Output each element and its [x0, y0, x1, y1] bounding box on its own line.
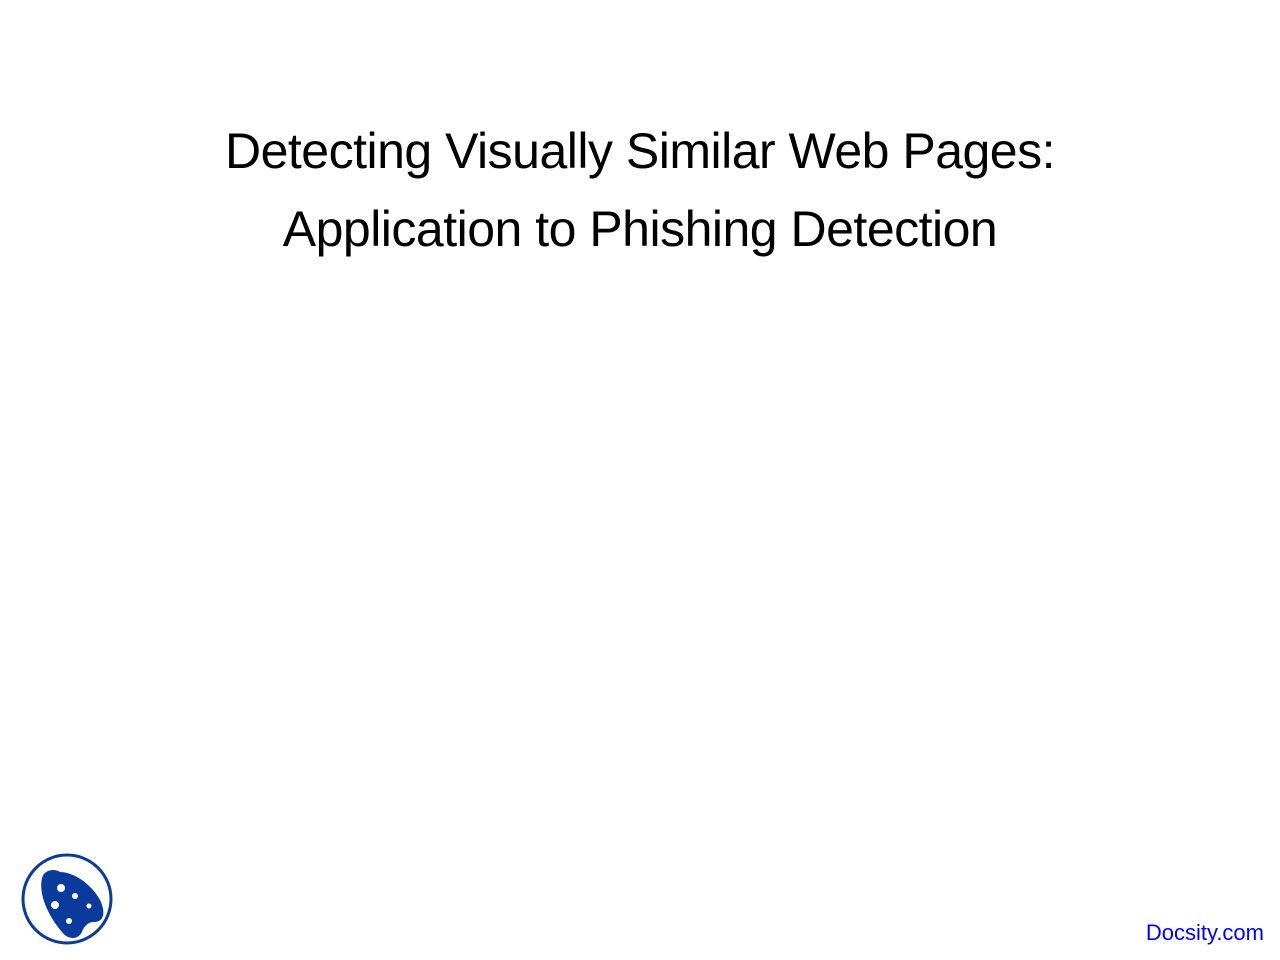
slide-title-line-1: Detecting Visually Similar Web Pages:	[224, 123, 1056, 179]
slide-title: Detecting Visually Similar Web Pages: Ap…	[0, 112, 1280, 268]
docsity-link[interactable]: Docsity.com	[1145, 920, 1264, 945]
slide-title-line-2: Application to Phishing Detection	[282, 201, 998, 257]
docsity-logo-icon	[20, 852, 114, 946]
